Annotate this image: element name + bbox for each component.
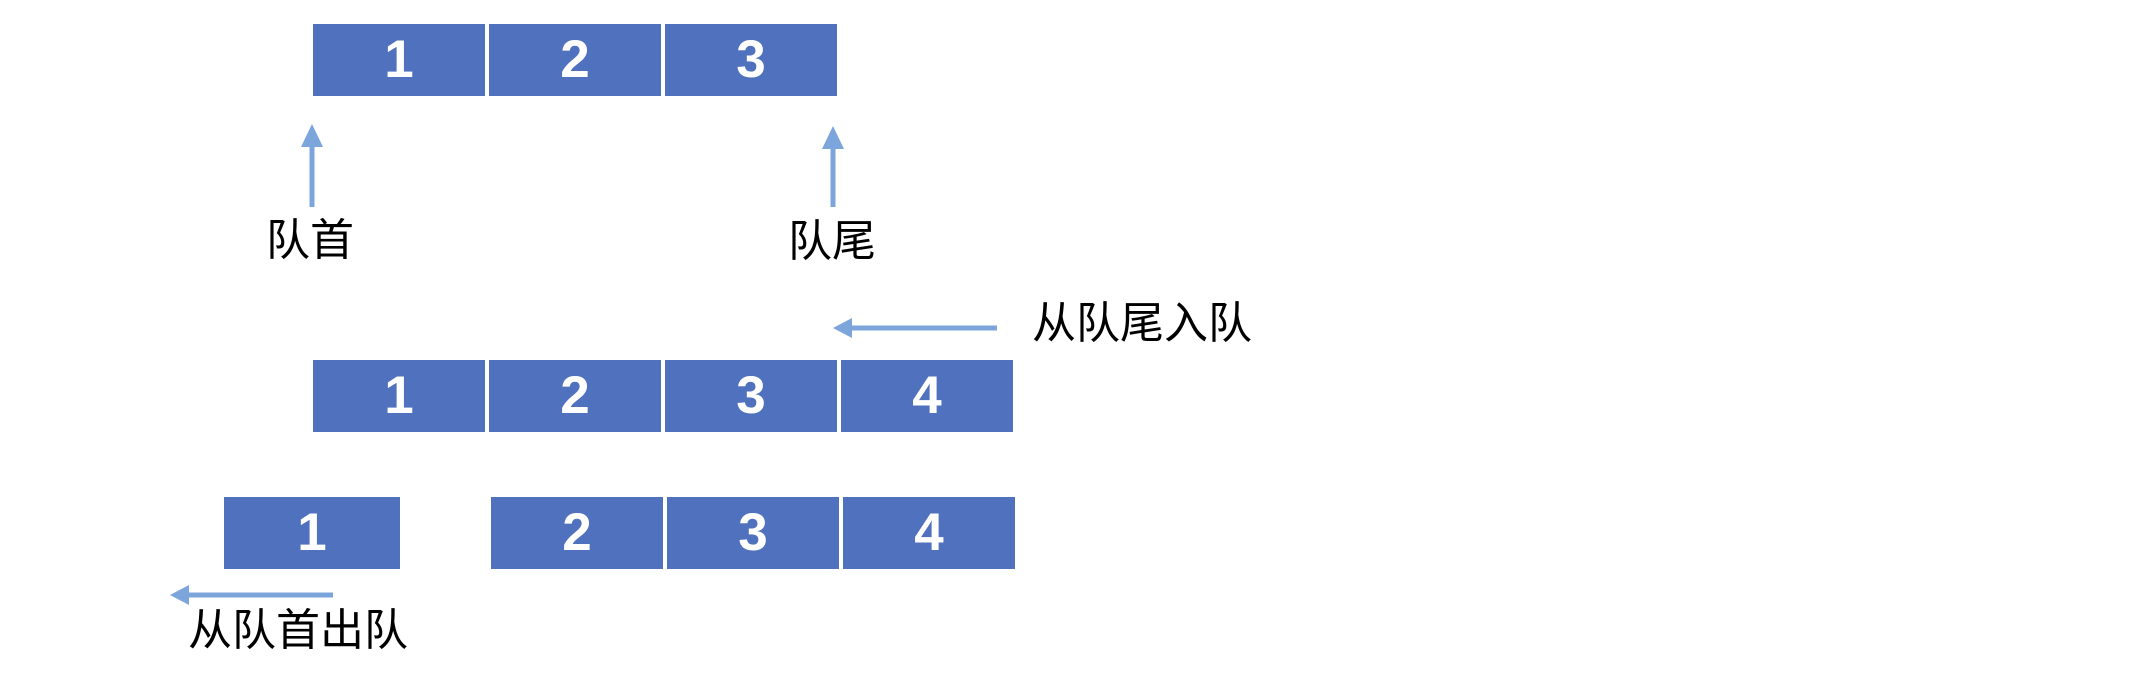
enqueue-left-arrow-icon <box>833 318 997 338</box>
rear-pointer-up-arrow-icon <box>822 126 844 207</box>
front-label: 队首 <box>266 216 354 265</box>
rear-label: 队尾 <box>788 217 876 266</box>
queue-cell: 3 <box>665 360 837 432</box>
queue-cell: 2 <box>491 497 663 569</box>
queue-after-enqueue-row: 1 2 3 4 <box>313 360 1013 432</box>
dequeue-label: 从队首出队 <box>188 606 408 655</box>
queue-cell: 2 <box>489 24 661 96</box>
queue-cell: 2 <box>489 360 661 432</box>
queue-cell: 3 <box>667 497 839 569</box>
enqueue-label: 从队尾入队 <box>1032 299 1252 348</box>
front-pointer-up-arrow-icon <box>301 124 323 207</box>
queue-after-dequeue-row: 2 3 4 <box>491 497 1015 569</box>
queue-cell: 1 <box>313 360 485 432</box>
queue-cell: 3 <box>665 24 837 96</box>
queue-cell: 4 <box>843 497 1015 569</box>
queue-cell: 4 <box>841 360 1013 432</box>
dequeue-left-arrow-icon <box>170 585 333 605</box>
queue-initial-row: 1 2 3 <box>313 24 837 96</box>
dequeued-cell: 1 <box>224 497 400 569</box>
queue-cell: 1 <box>313 24 485 96</box>
